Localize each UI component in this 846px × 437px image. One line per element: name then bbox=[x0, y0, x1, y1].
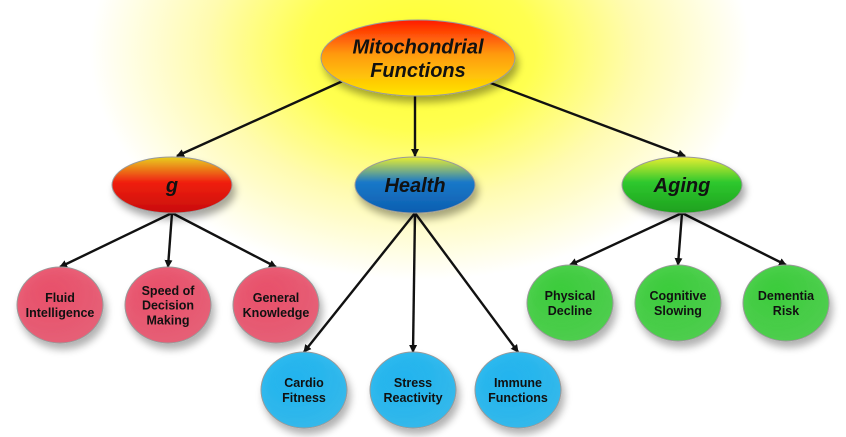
edge-health-to-child-1 bbox=[409, 212, 418, 353]
node-aging-shape bbox=[621, 156, 743, 214]
node-health-child-2-label: Functions bbox=[488, 391, 548, 405]
node-g-label: g bbox=[165, 175, 178, 197]
edge-root-to-g bbox=[176, 78, 346, 158]
node-health-child-0-label: Cardio bbox=[284, 376, 324, 390]
edge-root-to-aging bbox=[487, 80, 686, 158]
edge-g-to-child-0 bbox=[59, 211, 173, 269]
node-aging-child-2-shape bbox=[742, 264, 830, 342]
node-mitochondrial-functions-shape bbox=[320, 19, 516, 97]
node-aging-child-0-shape bbox=[526, 264, 614, 342]
node-g-child-0-label: Intelligence bbox=[26, 306, 95, 320]
node-health-child-0-label: Fitness bbox=[282, 391, 326, 405]
node-aging-child-1-shape bbox=[634, 264, 722, 342]
node-aging-label: Aging bbox=[653, 175, 711, 197]
node-g-child-1-label: Decision bbox=[142, 299, 194, 313]
node-aging-child-0-label: Physical bbox=[545, 289, 596, 303]
node-health-child-1-label: Stress bbox=[394, 376, 432, 390]
edge-aging-to-child-0 bbox=[569, 211, 683, 267]
node-health-child-2-shape bbox=[474, 351, 562, 429]
edge-health-to-child-0 bbox=[303, 212, 416, 353]
edge-health-to-child-2 bbox=[414, 212, 519, 353]
node-aging-child-2-label: Risk bbox=[773, 304, 799, 318]
node-health-shape bbox=[354, 156, 476, 214]
node-g-child-1-label: Making bbox=[146, 313, 189, 327]
node-g-child-1-shape bbox=[124, 266, 212, 344]
node-health-child-0-shape bbox=[260, 351, 348, 429]
node-g-child-0-shape bbox=[16, 266, 104, 344]
node-aging-child-2-label: Dementia bbox=[758, 289, 815, 303]
node-g[interactable]: g bbox=[111, 156, 233, 214]
node-g-shape bbox=[111, 156, 233, 214]
node-mitochondrial-functions-label: Functions bbox=[370, 60, 466, 82]
node-health[interactable]: Health bbox=[354, 156, 476, 214]
node-g-child-2-label: Knowledge bbox=[243, 306, 310, 320]
node-mitochondrial-functions-label: Mitochondrial bbox=[352, 36, 484, 58]
node-health-child-2-label: Immune bbox=[494, 376, 542, 390]
node-aging[interactable]: Aging bbox=[621, 156, 743, 214]
node-aging-child-1-label: Cognitive bbox=[650, 289, 707, 303]
node-g-child-1-label: Speed of bbox=[142, 284, 196, 298]
node-aging-child-1-label: Slowing bbox=[654, 304, 702, 318]
node-g-child-2-shape bbox=[232, 266, 320, 344]
node-g-child-0-label: Fluid bbox=[45, 291, 75, 305]
edge-aging-to-child-1 bbox=[674, 212, 684, 266]
node-health-child-1-shape bbox=[369, 351, 457, 429]
edge-g-to-child-2 bbox=[171, 211, 277, 269]
node-g-child-2-label: General bbox=[253, 291, 300, 305]
node-aging-child-0-label: Decline bbox=[548, 304, 593, 318]
edge-g-to-child-1 bbox=[164, 212, 174, 268]
edge-aging-to-child-2 bbox=[681, 211, 787, 267]
node-health-child-1-label: Reactivity bbox=[383, 391, 442, 405]
node-health-label: Health bbox=[384, 175, 445, 197]
